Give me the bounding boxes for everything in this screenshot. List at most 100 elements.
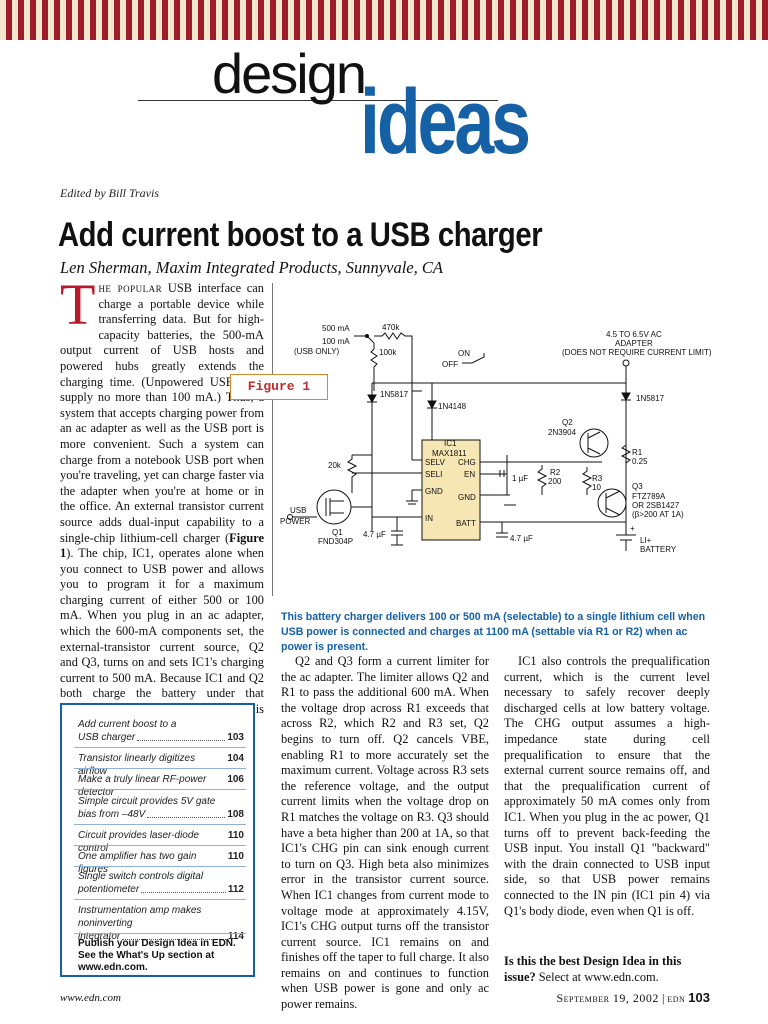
decorative-top-border: [0, 0, 768, 40]
label-battery: BATTERY: [640, 545, 677, 554]
label-r2: R2: [550, 468, 561, 477]
article-title: Add current boost to a USB charger: [58, 216, 543, 254]
selector-switch: [354, 335, 375, 344]
ic1-body: [421, 439, 481, 541]
toc-entry-title: Instrumentation amp makes noninverting: [78, 905, 202, 929]
label-20k: 20k: [328, 461, 342, 470]
figure-reference: Figure 1: [60, 530, 264, 561]
toc-leader-dots: [137, 731, 226, 741]
toc-entry[interactable]: Transistor linearly digitizes airflow 104: [78, 752, 244, 778]
toc-divider: [74, 845, 246, 846]
label-off: OFF: [442, 360, 458, 369]
toc-entry[interactable]: Make a truly linear RF-power detector 106: [78, 773, 244, 799]
toc-entry-text: Make a truly linear RF-power detector: [78, 774, 207, 798]
resistor-r2: [536, 465, 548, 495]
footer-url[interactable]: www.edn.com: [60, 992, 121, 1004]
toc-page-number: 103: [227, 732, 244, 743]
pin-in: IN: [425, 514, 433, 523]
label-r2-value: 200: [548, 477, 562, 486]
toc-divider: [74, 789, 246, 790]
label-adapter-voltage: 4.5 TO 6.5V AC: [606, 330, 662, 339]
toc-page-number: 108: [227, 809, 244, 820]
footer-issue: September 19, 2002 | edn 103: [440, 990, 710, 1006]
label-q1-part: FND304P: [318, 537, 353, 546]
q3-collector: [605, 490, 621, 499]
resistor-20k: [346, 455, 358, 485]
body-column-3: IC1 also controls the prequalification c…: [504, 654, 710, 919]
label-470k: 470k: [382, 323, 400, 332]
drop-cap: T: [60, 272, 96, 337]
label-q2: Q2: [562, 418, 573, 427]
edited-by: Edited by Bill Travis: [60, 186, 159, 200]
footer-page-number: 103: [688, 990, 710, 1005]
label-q3-part2: OR 2SB1427: [632, 501, 680, 510]
toc-divider: [74, 933, 246, 934]
label-r1: R1: [632, 448, 643, 457]
toc-entry-text: Circuit provides laser-diode control: [78, 830, 199, 854]
toc-leader-dots: [141, 883, 226, 893]
article-authors: Len Sherman, Maxim Integrated Products, …: [60, 258, 443, 277]
toc-footer: Publish your Design Idea in EDN. See the…: [78, 938, 236, 973]
on-off-switch: [462, 353, 485, 364]
label-adapter-note: (DOES NOT REQUIRE CURRENT LIMIT): [562, 348, 712, 357]
label-q3-beta: (β>200 AT 1A): [632, 510, 684, 519]
body-column-2: Q2 and Q3 form a current limiter for the…: [281, 654, 489, 1013]
label-ic-part: MAX1811: [432, 449, 467, 458]
label-r1-value: 0.25: [632, 457, 648, 466]
diode-1n5817-left: [367, 394, 377, 404]
toc-entry-text: integrator: [78, 931, 121, 942]
masthead-rule: [138, 100, 498, 101]
col3-paragraph: IC1 also controls the prequalification c…: [504, 654, 710, 918]
pin-en: EN: [464, 470, 475, 479]
toc-entry-title: Single switch controls digital: [78, 871, 204, 882]
pin-chg: CHG: [458, 458, 476, 467]
toc-divider: [74, 866, 246, 867]
label-battery-plus: +: [630, 524, 635, 533]
pin-gnd-right: GND: [458, 493, 476, 502]
toc-leader-dots: [147, 808, 226, 818]
label-adapter: ADAPTER: [615, 339, 653, 348]
label-c-left: 4.7 µF: [363, 530, 386, 539]
resistor-r3: [581, 467, 593, 495]
switch-contact: [365, 334, 369, 338]
label-c1uf: 1 µF: [512, 474, 528, 483]
figure-frame-rule: [272, 283, 273, 596]
label-usb: USB: [290, 506, 306, 515]
best-answer: Select at www.edn.com.: [535, 969, 659, 984]
q3-emitter: [605, 507, 621, 516]
toc-entry-text: Transistor linearly digitizes airflow: [78, 753, 196, 777]
toc-entry[interactable]: Add current boost to a USB charger 103: [78, 718, 244, 744]
label-d3: 1N5817: [636, 394, 665, 403]
pin-selv: SELV: [425, 458, 446, 467]
lead-in: he popular: [98, 281, 163, 295]
label-usb-only: (USB ONLY): [294, 347, 340, 356]
label-q2-part: 2N3904: [548, 428, 577, 437]
label-q1: Q1: [332, 528, 343, 537]
toc-entry[interactable]: Instrumentation amp makes noninverting in…: [78, 904, 244, 943]
best-question: Is this the best Design Idea in this iss…: [504, 954, 682, 984]
toc-page-number: 112: [227, 884, 244, 895]
resistor-r1: [620, 444, 632, 464]
label-d1: 1N5817: [380, 390, 409, 399]
masthead-ideas-word: ideas: [360, 71, 531, 173]
toc-entry-text: One amplifier has two gain figures: [78, 851, 197, 875]
toc-entry-title: Add current boost to a: [78, 719, 177, 730]
toc-page-number: 104: [227, 753, 244, 764]
footer-date: September 19, 2002: [556, 991, 659, 1005]
label-r3: R3: [592, 474, 603, 483]
label-q3: Q3: [632, 482, 643, 491]
toc-entry-text: USB charger: [78, 732, 136, 743]
toc-page-number: 106: [227, 774, 244, 785]
pin-gnd-left: GND: [425, 487, 443, 496]
adapter-input-terminal: [622, 359, 630, 367]
q2-emitter: [587, 447, 601, 455]
q2-collector: [587, 431, 601, 439]
label-on: ON: [458, 349, 470, 358]
label-ic1: IC1: [444, 439, 457, 448]
label-100k: 100k: [379, 348, 397, 357]
